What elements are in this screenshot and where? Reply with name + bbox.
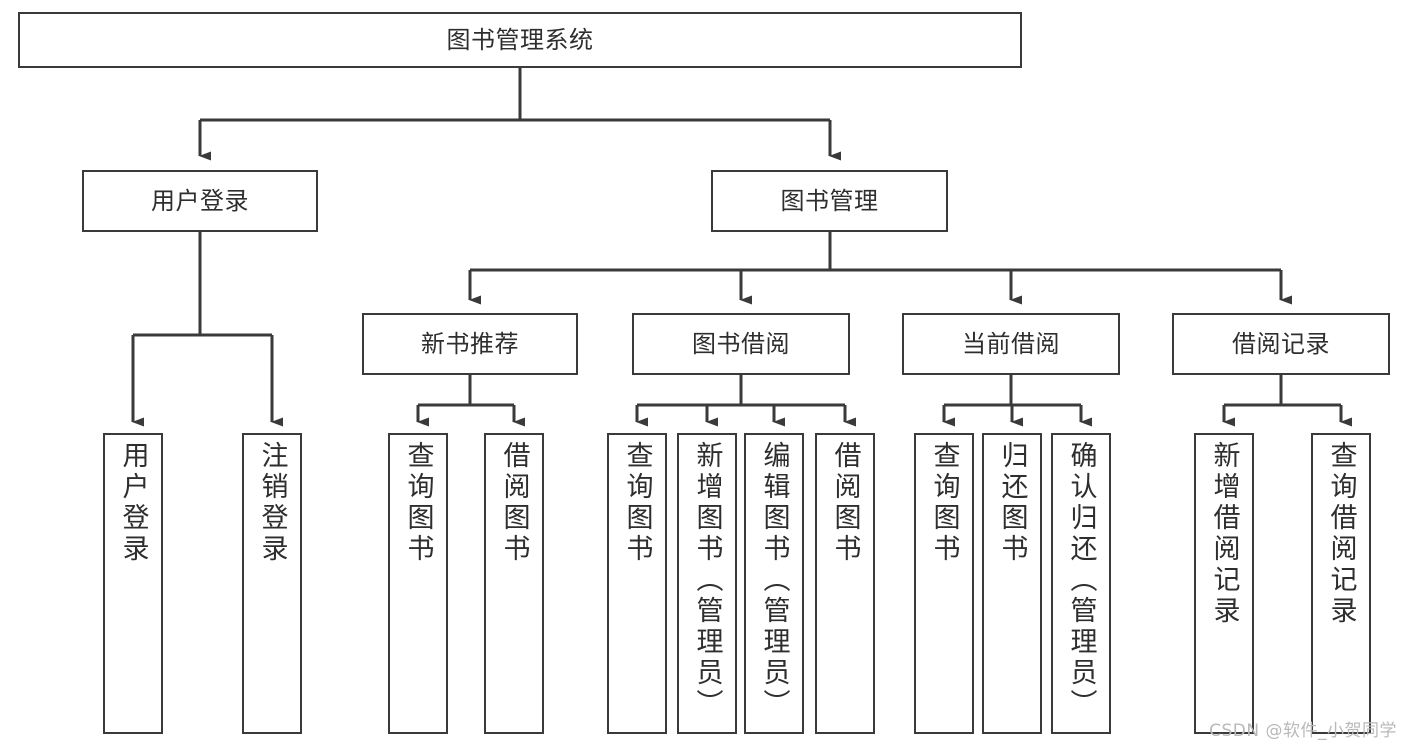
node-book-borrow[interactable]: 图书借阅	[632, 313, 850, 375]
node-leaf-logout-label: 注销登录	[256, 441, 288, 565]
node-leaf-confirm-return-label: 确认归还（管理员）	[1065, 441, 1097, 720]
node-leaf-query-book-2-label: 查询图书	[621, 441, 653, 565]
node-current-borrow-label: 当前借阅	[962, 329, 1060, 358]
watermark-text: CSDN @软件_小贺同学	[1209, 721, 1397, 741]
node-leaf-query-book-1[interactable]: 查询图书	[388, 433, 448, 734]
node-leaf-edit-book-label: 编辑图书（管理员）	[758, 441, 790, 720]
node-leaf-query-book-1-label: 查询图书	[402, 441, 434, 565]
node-book-manage-label: 图书管理	[780, 186, 879, 215]
node-leaf-add-record-label: 新增借阅记录	[1208, 441, 1240, 627]
node-leaf-add-book[interactable]: 新增图书（管理员）	[677, 433, 737, 734]
node-book-borrow-label: 图书借阅	[692, 329, 790, 358]
node-borrow-record[interactable]: 借阅记录	[1172, 313, 1390, 375]
node-leaf-query-book-3[interactable]: 查询图书	[914, 433, 974, 734]
node-leaf-borrow-book-1-label: 借阅图书	[498, 441, 530, 565]
node-leaf-query-book-2[interactable]: 查询图书	[607, 433, 667, 734]
node-user-login-label: 用户登录	[151, 186, 249, 215]
node-new-book-rec-label: 新书推荐	[421, 329, 519, 358]
node-leaf-borrow-book-2[interactable]: 借阅图书	[815, 433, 875, 734]
node-leaf-query-book-3-label: 查询图书	[928, 441, 960, 565]
node-leaf-add-book-label: 新增图书（管理员）	[691, 441, 723, 720]
node-leaf-user-login[interactable]: 用户登录	[103, 433, 163, 734]
node-leaf-query-record[interactable]: 查询借阅记录	[1311, 433, 1371, 734]
node-leaf-edit-book[interactable]: 编辑图书（管理员）	[744, 433, 804, 734]
node-book-manage[interactable]: 图书管理	[711, 170, 948, 232]
node-leaf-user-login-label: 用户登录	[117, 441, 149, 565]
node-leaf-add-record[interactable]: 新增借阅记录	[1194, 433, 1254, 734]
node-leaf-logout[interactable]: 注销登录	[242, 433, 302, 734]
node-borrow-record-label: 借阅记录	[1232, 329, 1330, 358]
node-root[interactable]: 图书管理系统	[18, 12, 1022, 68]
node-user-login[interactable]: 用户登录	[82, 170, 318, 232]
node-leaf-return-book-label: 归还图书	[996, 441, 1028, 565]
node-leaf-borrow-book-2-label: 借阅图书	[829, 441, 861, 565]
node-root-label: 图书管理系统	[446, 25, 594, 54]
node-leaf-confirm-return[interactable]: 确认归还（管理员）	[1051, 433, 1111, 734]
node-leaf-return-book[interactable]: 归还图书	[982, 433, 1042, 734]
node-leaf-borrow-book-1[interactable]: 借阅图书	[484, 433, 544, 734]
node-new-book-rec[interactable]: 新书推荐	[362, 313, 578, 375]
node-leaf-query-record-label: 查询借阅记录	[1325, 441, 1357, 627]
node-current-borrow[interactable]: 当前借阅	[902, 313, 1120, 375]
